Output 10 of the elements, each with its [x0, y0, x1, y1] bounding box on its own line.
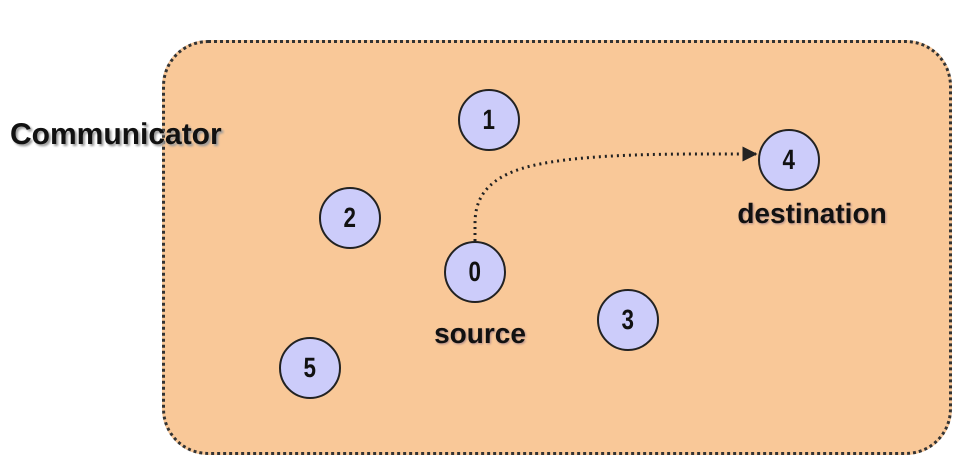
node-caption: source [434, 318, 526, 350]
region-heading: Communicator [10, 118, 222, 152]
node-circle: 1 [458, 89, 520, 151]
dotted-arrow [474, 146, 758, 241]
node-circle: 0 [444, 241, 506, 303]
node-circle: 5 [279, 337, 341, 399]
node-circle: 4 [758, 129, 820, 191]
node-circle: 2 [319, 187, 381, 249]
node-circle: 3 [597, 289, 659, 351]
node-caption: destination [737, 198, 887, 230]
